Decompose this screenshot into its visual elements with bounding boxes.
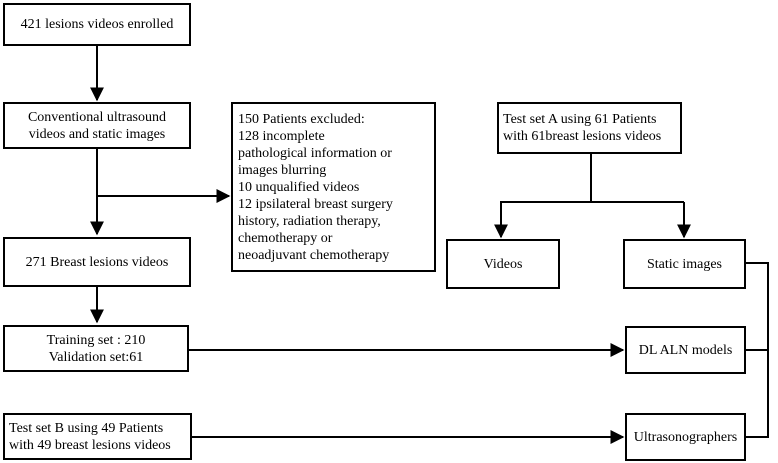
excluded-box: 150 Patients excluded: 128 incomplete pa… (231, 102, 436, 272)
testA-line-2: with 61breast lesions videos (503, 129, 662, 144)
testA-line-1: Test set A using 61 Patients (503, 112, 657, 127)
ultrasonographers-box: Ultrasonographers (625, 413, 746, 461)
testA-box: Test set A using 61 Patients with 61brea… (497, 102, 682, 154)
excluded-line-4: images blurring (238, 162, 327, 178)
conventional-line-2: videos and static images (28, 126, 166, 142)
breast271-text: 271 Breast lesions videos (25, 254, 169, 270)
static-images-box: Static images (623, 239, 746, 289)
training-box: Training set : 210 Validation set:61 (3, 325, 189, 372)
videos-box: Videos (446, 239, 560, 289)
training-line-2: Validation set:61 (48, 349, 144, 365)
excluded-line-8: chemotherapy or (238, 230, 333, 246)
excluded-line-1: 150 Patients excluded: (238, 111, 365, 127)
static-images-text: Static images (646, 256, 723, 272)
excluded-line-7: history, radiation therapy, (238, 213, 381, 229)
excluded-line-6: 12 ipsilateral breast surgery (238, 196, 393, 212)
breast271-box: 271 Breast lesions videos (3, 237, 191, 287)
conventional-box: Conventional ultrasound videos and stati… (3, 102, 191, 149)
dl-models-text: DL ALN models (638, 342, 733, 358)
excluded-line-3: pathological information or (238, 145, 392, 161)
training-line-1: Training set : 210 (46, 332, 146, 348)
dl-models-box: DL ALN models (625, 326, 746, 374)
conventional-line-1: Conventional ultrasound (27, 109, 167, 125)
testB-line-1: Test set B using 49 Patients (9, 420, 164, 436)
ultrasonographers-text: Ultrasonographers (633, 429, 738, 445)
excluded-line-5: 10 unqualified videos (238, 179, 360, 195)
enrolled-text: 421 lesions videos enrolled (20, 17, 174, 32)
testB-box: Test set B using 49 Patients with 49 bre… (3, 413, 192, 460)
testB-line-2: with 49 breast lesions videos (9, 437, 171, 453)
excluded-line-2: 128 incomplete (238, 128, 325, 144)
excluded-line-9: neoadjuvant chemotherapy (238, 247, 390, 263)
enrolled-box: 421 lesions videos enrolled (3, 3, 191, 46)
videos-text: Videos (483, 256, 523, 272)
line-testA-split (494, 154, 592, 239)
